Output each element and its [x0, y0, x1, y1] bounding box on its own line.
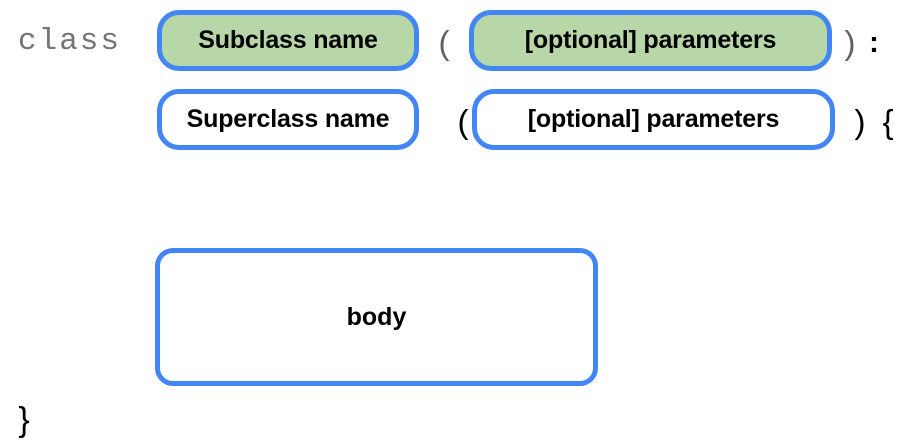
- subclass-colon-terminator: :: [869, 26, 879, 59]
- superclass-open-paren: (: [457, 102, 469, 140]
- body-label: body: [346, 302, 407, 331]
- closing-brace: }: [18, 400, 30, 439]
- subclass-name-box[interactable]: Subclass name: [157, 10, 419, 71]
- superclass-parameters-box[interactable]: [optional] parameters: [472, 89, 835, 150]
- body-box[interactable]: body: [155, 248, 598, 386]
- subclass-parameters-label: [optional] parameters: [524, 26, 777, 54]
- subclass-parameters-box[interactable]: [optional] parameters: [469, 10, 832, 71]
- subclass-open-paren: (: [438, 23, 450, 61]
- superclass-parameters-label: [optional] parameters: [527, 105, 780, 133]
- subclass-name-label: Subclass name: [198, 26, 378, 54]
- superclass-name-label: Superclass name: [186, 105, 390, 133]
- subclass-close-paren: ): [844, 23, 856, 61]
- superclass-open-brace: {: [882, 102, 894, 140]
- superclass-close-paren: ): [854, 102, 866, 140]
- superclass-name-box[interactable]: Superclass name: [157, 89, 419, 150]
- class-keyword: class: [18, 23, 122, 59]
